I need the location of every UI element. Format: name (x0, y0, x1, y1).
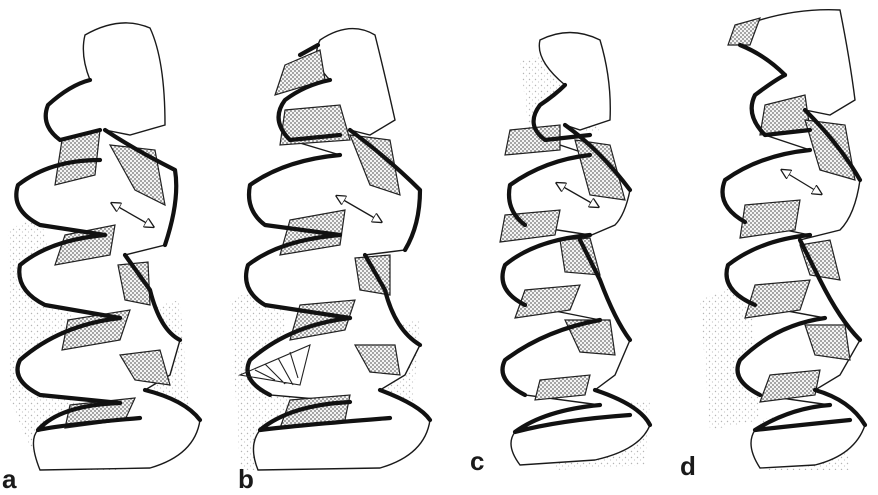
panel-d: d (680, 10, 865, 481)
panel-label-d: d (680, 451, 696, 481)
panel-c: c (470, 33, 650, 477)
panel-label-c: c (470, 446, 484, 476)
panel-a: a (2, 23, 200, 494)
panel-label-a: a (2, 464, 17, 494)
panel-label-b: b (238, 464, 254, 494)
panel-b: b (230, 29, 430, 494)
